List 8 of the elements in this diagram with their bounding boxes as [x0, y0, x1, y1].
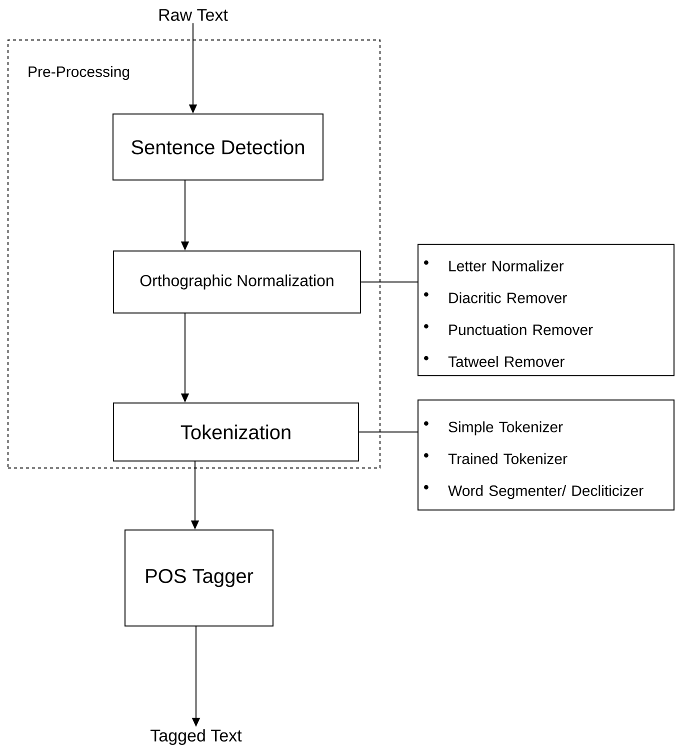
bullet-list-box: Simple Tokenizer Trained Tokenizer Word Segmenter/ Decliticizer — [418, 400, 674, 510]
process-box: Sentence Detection — [112, 114, 324, 180]
process-box: POS Tagger — [124, 530, 274, 626]
bullet-list-box: Letter Normalizer Diacritic Remover Punctuation Remover Tatweel Remover — [418, 244, 674, 376]
process-box: Orthographic Normalization — [113, 250, 361, 314]
flow-label: Tagged Text — [150, 729, 242, 745]
process-box: Tokenization — [113, 402, 359, 462]
flow-label: Raw Text — [159, 9, 228, 21]
